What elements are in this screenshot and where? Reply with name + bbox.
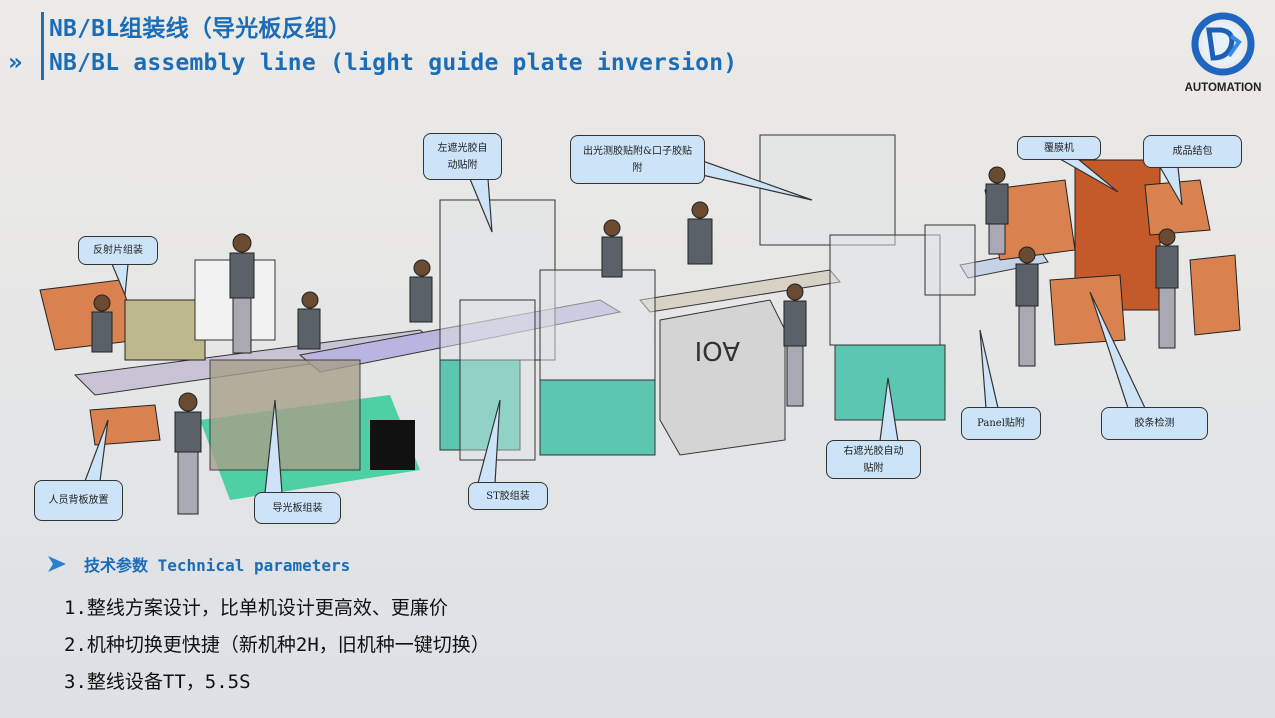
callout-strip-check: 胶条检测 bbox=[1101, 407, 1208, 440]
callout-right-shading-tape: 右遮光胶自动贴附 bbox=[826, 440, 921, 479]
callout-st-glue: ST胶组装 bbox=[468, 482, 548, 510]
lgp-machine bbox=[209, 359, 361, 471]
workers bbox=[91, 166, 1179, 515]
callout-reflector-assembly: 反射片组装 bbox=[78, 236, 158, 265]
assembly-line-illustration: AOI bbox=[39, 134, 1241, 515]
left-table bbox=[39, 279, 161, 446]
callout-packing: 成品结包 bbox=[1143, 135, 1242, 168]
callout-laminator: 覆膜机 bbox=[1017, 136, 1101, 160]
param-item: 1.整线方案设计，比单机设计更高效、更廉价 bbox=[64, 597, 448, 619]
aoi-machine bbox=[659, 299, 786, 456]
arrow-bullet-icon bbox=[48, 556, 66, 572]
callout-panel: Panel贴附 bbox=[961, 407, 1041, 440]
callout-backplate: 人员背板放置 bbox=[34, 480, 123, 521]
param-item: 2.机种切换更快捷（新机种2H，旧机种一键切换） bbox=[64, 634, 490, 656]
callout-left-shading-tape: 左遮光胶自动贴附 bbox=[423, 133, 502, 180]
company-logo: AUTOMATION bbox=[1183, 12, 1263, 94]
param-item: 3.整线设备TT，5.5S bbox=[64, 671, 251, 693]
technical-parameters: 技术参数 Technical parameters 1.整线方案设计，比单机设计… bbox=[48, 552, 490, 701]
title-en: NB/BL assembly line (light guide plate i… bbox=[49, 50, 738, 76]
aoi-label: AOI bbox=[695, 335, 740, 365]
reflector-machine bbox=[124, 299, 206, 361]
title-cn: NB/BL组装线（导光板反组） bbox=[49, 16, 352, 42]
callout-lgp-assembly: 导光板组装 bbox=[254, 492, 341, 524]
callout-light-test: 出光测胶贴附&口子胶贴附 bbox=[570, 135, 705, 184]
logo-text: AUTOMATION bbox=[1184, 82, 1262, 94]
params-heading: 技术参数 Technical parameters bbox=[84, 556, 351, 575]
slide-title: NB/BL组装线（导光板反组） NB/BL assembly line (lig… bbox=[41, 12, 737, 80]
dz-logo-icon bbox=[1191, 12, 1255, 76]
